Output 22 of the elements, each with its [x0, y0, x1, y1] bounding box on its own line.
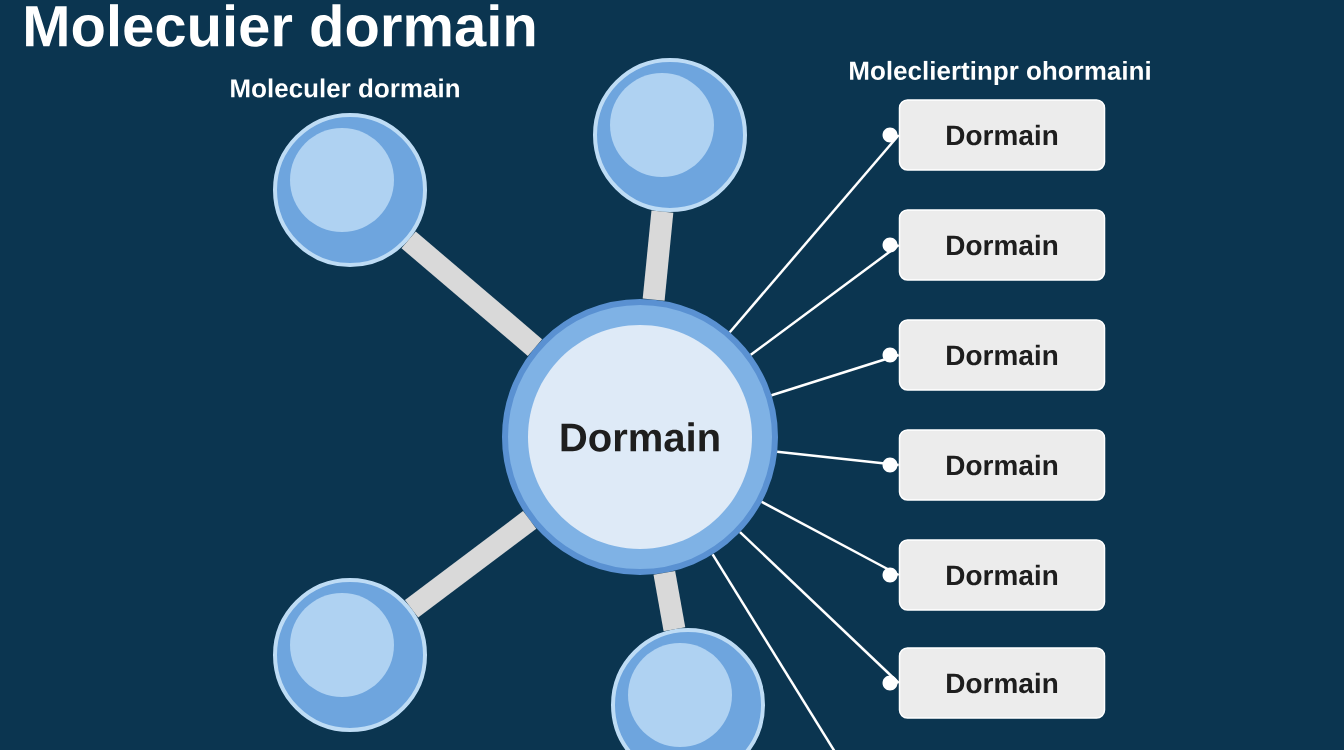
- connector-line: [750, 237, 900, 356]
- connector-rod: [404, 511, 537, 618]
- connector-rod: [653, 570, 686, 632]
- connector-line: [739, 531, 900, 691]
- connector-line: [728, 127, 900, 334]
- label-box: Dormain: [898, 429, 1106, 501]
- connector-line: [711, 553, 837, 750]
- sphere: [593, 58, 747, 212]
- connector-rod: [401, 231, 543, 356]
- sphere: [273, 113, 427, 267]
- label-box: Dormain: [898, 209, 1106, 281]
- sphere: [611, 628, 765, 750]
- connector-line: [771, 347, 900, 397]
- sphere: [273, 578, 427, 732]
- label-box: Dormain: [898, 99, 1106, 171]
- title: Molecuier dormain: [26, 4, 535, 47]
- connector-line: [761, 500, 900, 583]
- label-box: Dormain: [898, 539, 1106, 611]
- label-box: Dormain: [898, 647, 1106, 719]
- label-box: Dormain: [898, 319, 1106, 391]
- connector-rod: [642, 210, 674, 301]
- connector-line: [777, 450, 899, 473]
